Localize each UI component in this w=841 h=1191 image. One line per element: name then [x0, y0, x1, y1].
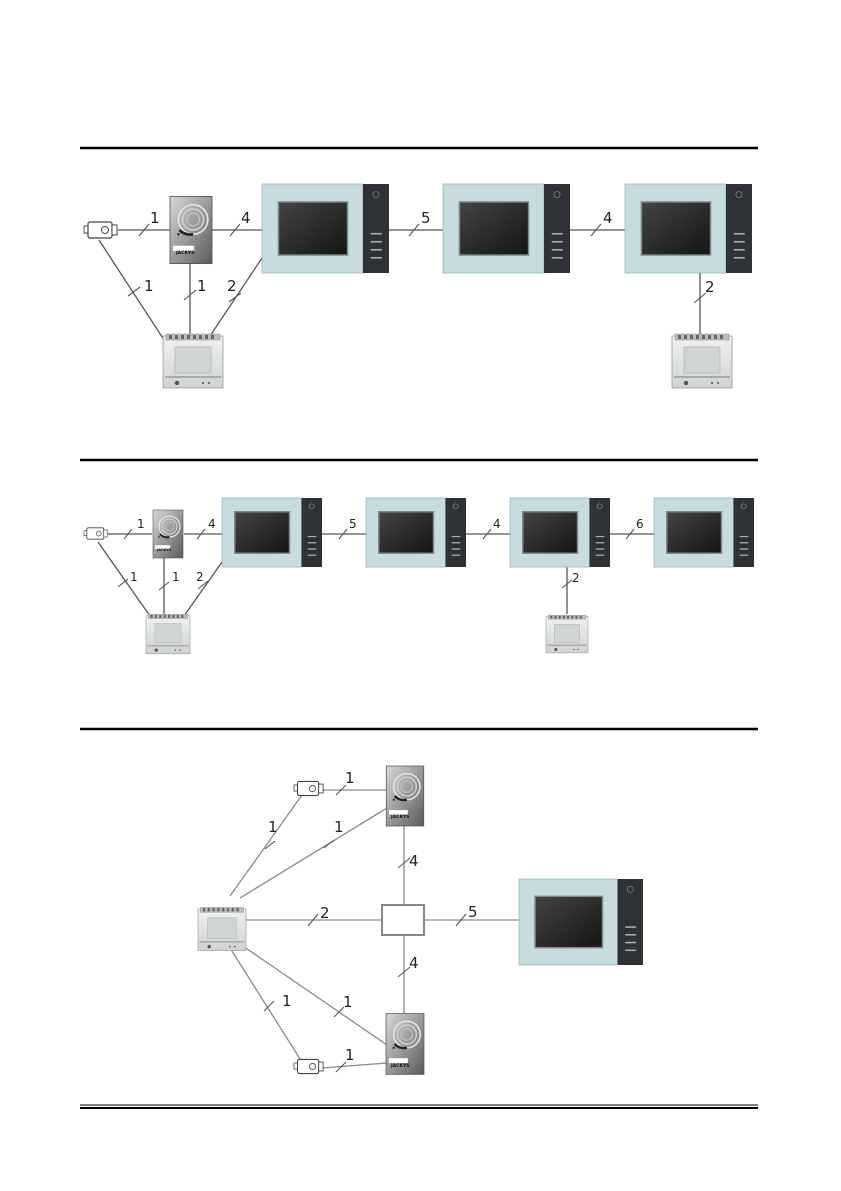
brand-label: JACKYS	[175, 250, 194, 256]
monitor	[222, 498, 322, 567]
distribution-box	[382, 905, 424, 935]
brand-label: JACKYS	[156, 548, 172, 552]
monitor-screen	[380, 512, 433, 552]
brand-label: JACKYS	[390, 1063, 409, 1069]
monitor-button	[740, 555, 749, 556]
monitor	[262, 184, 389, 273]
monitor-button	[625, 950, 636, 952]
wire-label: 1	[343, 993, 353, 1011]
monitor-button	[734, 241, 745, 243]
monitor-button	[552, 257, 563, 259]
wire-label: 5	[468, 903, 478, 921]
wire-label: 1	[268, 818, 278, 836]
wire-label: 1	[345, 769, 355, 787]
monitor-screen	[460, 203, 528, 255]
monitor-button	[734, 249, 745, 251]
wire-label: 1	[197, 277, 207, 295]
power-supply	[546, 615, 588, 653]
monitor-button	[452, 542, 461, 543]
monitor-screen	[536, 897, 602, 947]
wire-label: 1	[172, 570, 180, 584]
monitor	[625, 184, 752, 273]
monitor-button	[552, 249, 563, 251]
monitor	[510, 498, 610, 567]
wire-label: 4	[409, 954, 419, 972]
monitor-button	[308, 548, 317, 549]
wire-label: 1	[345, 1046, 355, 1064]
monitor-button	[734, 233, 745, 235]
brand-label: JACKYS	[390, 814, 409, 820]
door-panel: JACKYS	[170, 196, 212, 263]
monitor-button	[552, 241, 563, 243]
monitor-button	[452, 555, 461, 556]
monitor-button	[596, 548, 605, 549]
monitor-button	[371, 241, 382, 243]
monitor	[366, 498, 466, 567]
wire-label: 2	[227, 277, 237, 295]
monitor-screen	[524, 512, 577, 552]
power-supply	[163, 334, 223, 388]
monitor-button	[308, 542, 317, 543]
wire-label: 5	[421, 209, 431, 227]
wire-label: 6	[636, 517, 644, 531]
monitor	[519, 879, 643, 965]
door-panel: JACKYS	[153, 510, 183, 558]
monitor-button	[308, 555, 317, 556]
monitor-button	[371, 257, 382, 259]
camera	[84, 222, 117, 238]
wire-label: 1	[130, 570, 138, 584]
wire-label: 1	[150, 209, 160, 227]
diagram-3: 1 1 1 4 2 5 4 1 1 1 JACKYS JACKYS	[198, 766, 519, 1074]
monitor-screen	[236, 512, 289, 552]
monitor-button	[371, 249, 382, 251]
monitor-button	[625, 942, 636, 944]
monitor-screen	[279, 203, 347, 255]
monitor-button	[625, 926, 636, 928]
camera	[294, 781, 323, 795]
wire-label: 5	[349, 517, 357, 531]
monitor-screen	[668, 512, 721, 552]
wire-label: 1	[137, 517, 145, 531]
wire-label: 2	[320, 904, 330, 922]
monitor	[443, 184, 570, 273]
wire-label: 1	[334, 818, 344, 836]
camera	[294, 1059, 323, 1073]
monitor-button	[596, 536, 605, 537]
door-panel: JACKYS	[386, 766, 424, 826]
wire-label: 4	[241, 209, 251, 227]
camera	[84, 528, 107, 539]
monitors-layer	[222, 184, 754, 965]
wire-label: 4	[208, 517, 216, 531]
monitor-button	[596, 555, 605, 556]
monitor-button	[734, 257, 745, 259]
wire-label: 1	[144, 277, 154, 295]
power-supply	[146, 614, 190, 654]
monitor-screen	[642, 203, 710, 255]
door-panel: JACKYS	[386, 1014, 424, 1075]
wire-label: 2	[705, 278, 715, 296]
power-supply	[198, 907, 246, 950]
monitor-button	[625, 934, 636, 936]
monitor-button	[596, 542, 605, 543]
wire-label: 4	[409, 852, 419, 870]
monitor-button	[552, 233, 563, 235]
wire-label: 4	[493, 517, 501, 531]
monitor	[654, 498, 754, 567]
monitor-button	[371, 233, 382, 235]
monitor-button	[452, 536, 461, 537]
wire-label: 4	[603, 209, 613, 227]
monitor-button	[740, 542, 749, 543]
power-supply	[672, 334, 732, 388]
wire-label: 2	[572, 571, 580, 585]
monitor-button	[452, 548, 461, 549]
wire-label: 1	[282, 992, 292, 1010]
monitor-button	[740, 536, 749, 537]
monitor-button	[308, 536, 317, 537]
monitor-button	[740, 548, 749, 549]
wire-label: 2	[196, 570, 204, 584]
